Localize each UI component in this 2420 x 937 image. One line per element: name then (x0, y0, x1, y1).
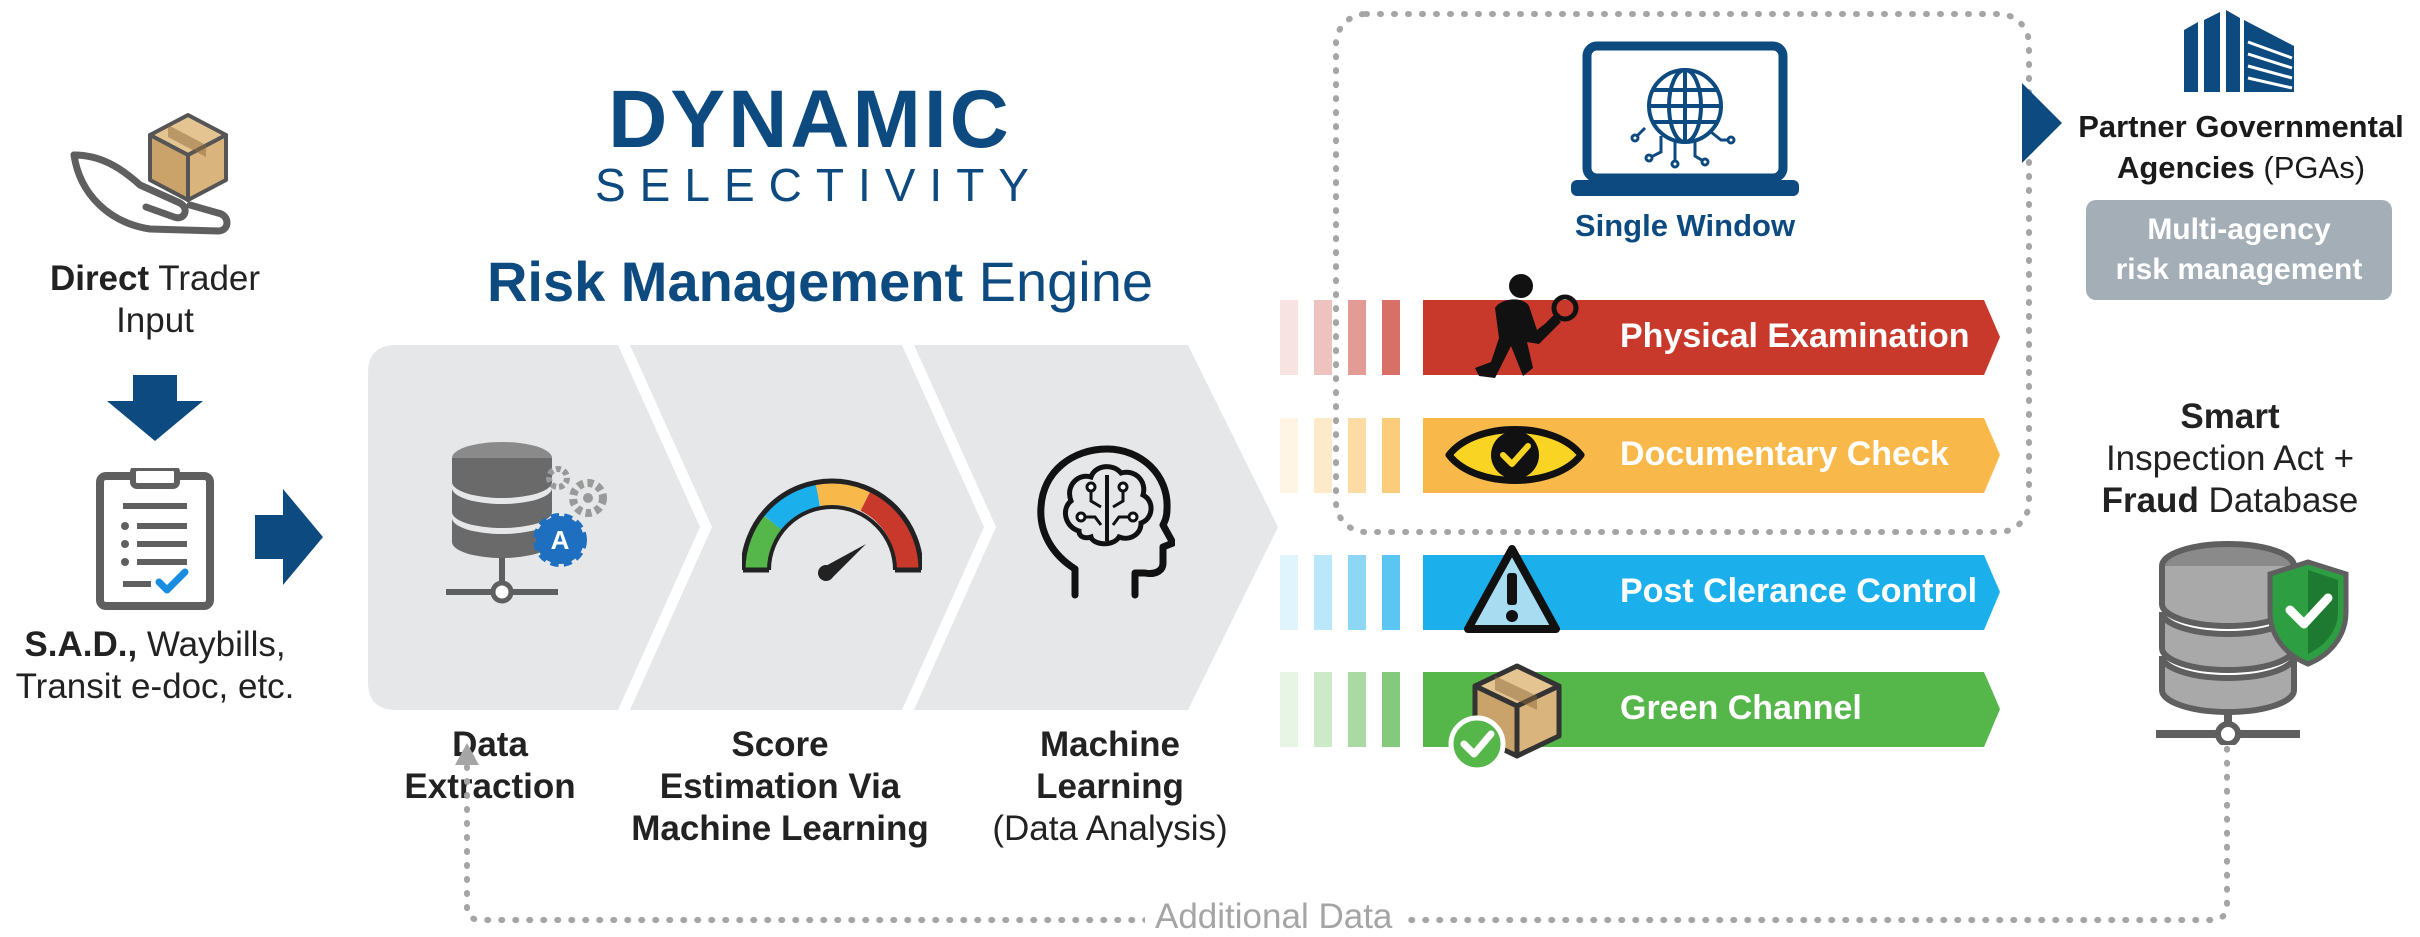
smart-inspection-label: Smart Inspection Act + Fraud Database (2101, 397, 2359, 520)
channel-label-post-clearance: Post Clerance Control (1620, 572, 1978, 610)
down-arrow-icon (107, 375, 203, 441)
eye-check-icon (1445, 426, 1585, 484)
brain-head-icon (1037, 445, 1175, 599)
logo-dynamic: DYNAMIC (608, 74, 1012, 165)
single-window-boundary (1333, 11, 2032, 535)
speedometer-icon (742, 478, 922, 581)
source-documents-label: S.A.D., Waybills, Transit e-doc, etc. (15, 625, 295, 706)
dynamic-selectivity-logo: DYNAMIC SELECTIVITY (595, 74, 1043, 211)
feedback-arrowhead-icon (455, 743, 479, 765)
channel-bands (1280, 300, 2000, 747)
channel-band-documentary (1280, 418, 2000, 493)
stage-chevron-2 (630, 345, 984, 710)
shield-database-icon (2156, 541, 2349, 745)
engine-stages (368, 345, 1278, 710)
single-window-label: Single Window (1574, 208, 1796, 243)
stage-chevron-3 (914, 345, 1278, 710)
channel-label-green: Green Channel (1620, 689, 1862, 727)
database-gears-icon: A (446, 442, 607, 604)
laptop-globe-icon (1571, 41, 1799, 196)
direct-trader-input-label: Direct Trader Input (49, 259, 261, 340)
inspector-icon (1475, 274, 1579, 378)
logo-selectivity: SELECTIVITY (595, 159, 1043, 211)
channel-band-green (1280, 672, 2000, 747)
channel-band-post-clearance (1280, 555, 2000, 630)
svg-text:A: A (551, 525, 570, 555)
right-arrow-icon (255, 489, 323, 585)
channel-label-documentary: Documentary Check (1620, 435, 1949, 473)
pga-arrow-icon (2022, 83, 2062, 163)
stage-chevron-1 (368, 345, 700, 710)
hand-box-icon (70, 113, 231, 235)
government-building-icon (2184, 10, 2294, 92)
channel-label-physical: Physical Examination (1620, 317, 1970, 355)
additional-data-loop (455, 743, 2230, 923)
warning-icon (1464, 545, 1560, 633)
clipboard-icon (96, 468, 214, 610)
engine-title: Risk Management Engine (486, 250, 1154, 313)
box-check-icon (1448, 663, 1562, 773)
additional-data-label: Additional Data (1145, 897, 1403, 937)
pga-label: Partner Governmental Agencies (PGAs) (2078, 109, 2404, 185)
